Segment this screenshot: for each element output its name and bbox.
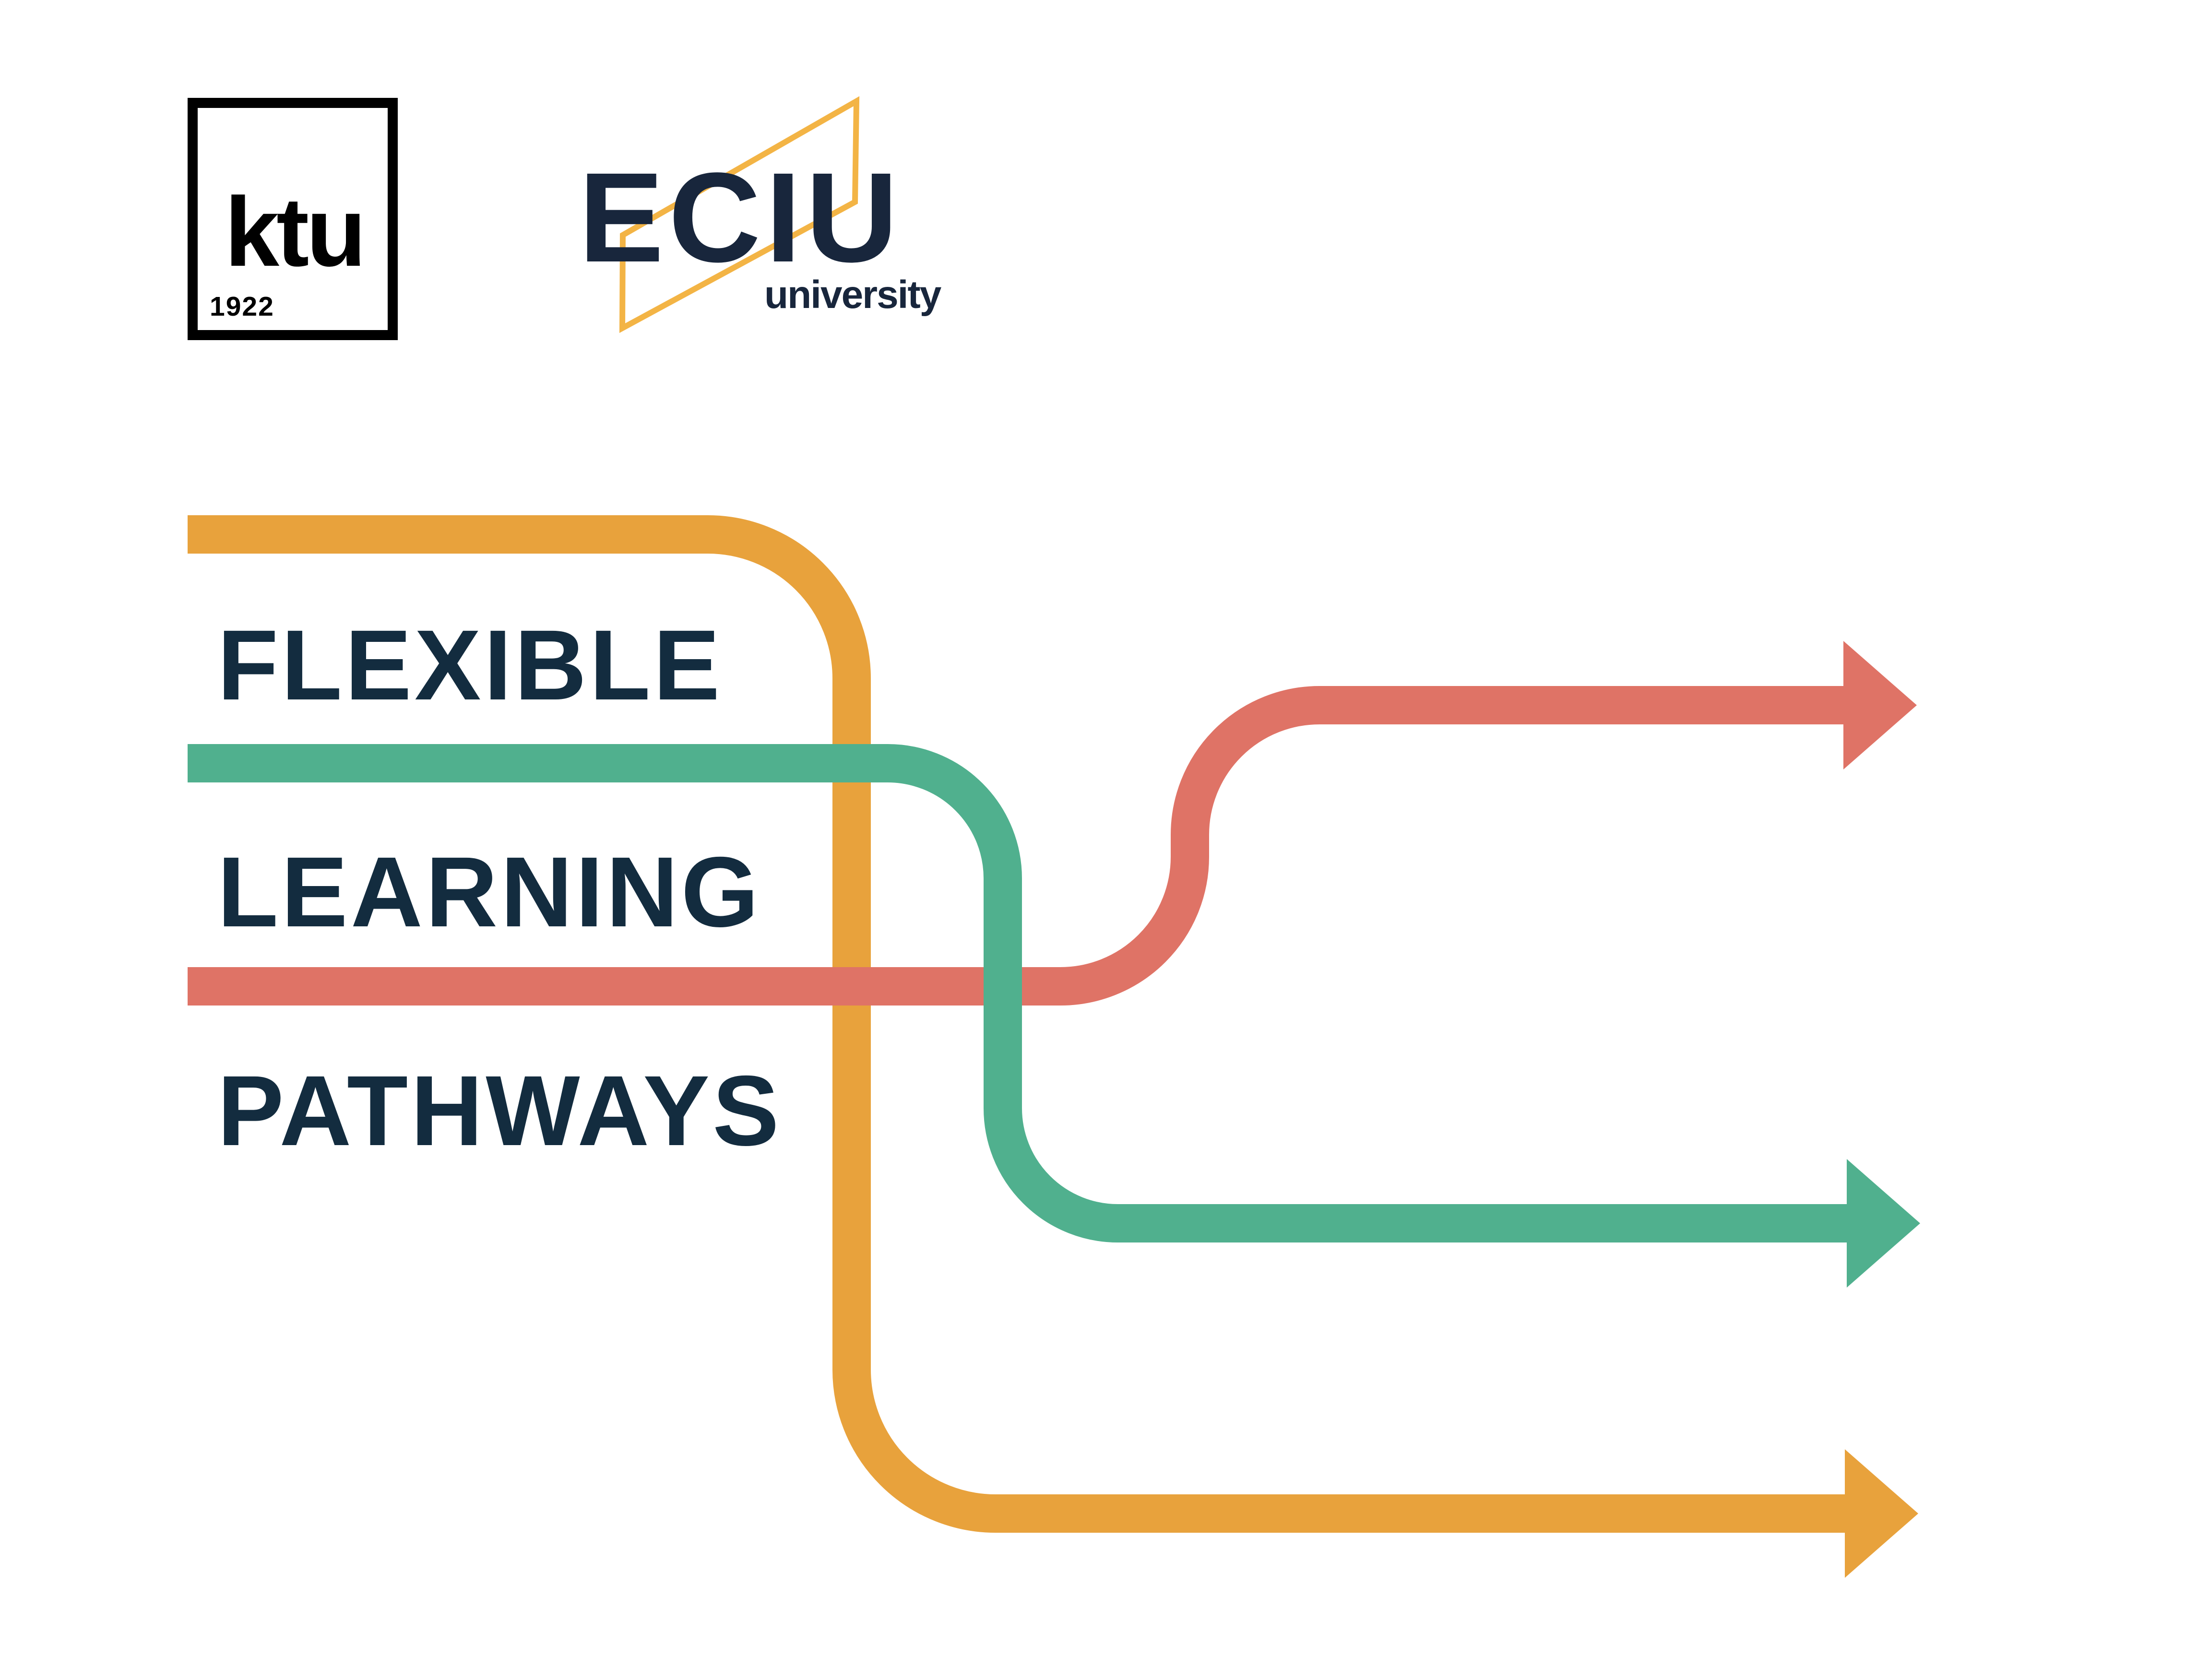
eciu-logo-text: ECIU: [579, 146, 903, 289]
ktu-logo-frame: [188, 98, 398, 340]
flow-line-yellow: [188, 515, 1848, 1533]
arrowhead-yellow-icon: [1845, 1449, 1918, 1578]
flow-line-red: [188, 686, 1846, 1006]
headline-line-learning: LEARNING: [217, 837, 761, 948]
headline-line-pathways: PATHWAYS: [217, 1055, 782, 1167]
ktu-logo: ktu 1922: [188, 98, 398, 340]
headline: FLEXIBLE LEARNING PATHWAYS: [217, 610, 782, 1167]
eciu-parallelogram-icon: [619, 96, 860, 333]
pathways-diagram: [188, 515, 1920, 1578]
ktu-logo-year: 1922: [210, 291, 274, 322]
arrowhead-red-icon: [1843, 641, 1917, 769]
flow-line-teal: [188, 744, 1850, 1242]
eciu-logo: ECIU university: [579, 96, 943, 333]
arrowhead-teal-icon: [1847, 1159, 1920, 1288]
headline-line-flexible: FLEXIBLE: [217, 610, 723, 721]
ktu-logo-text: ktu: [225, 177, 364, 287]
eciu-logo-subtitle: university: [764, 273, 942, 317]
